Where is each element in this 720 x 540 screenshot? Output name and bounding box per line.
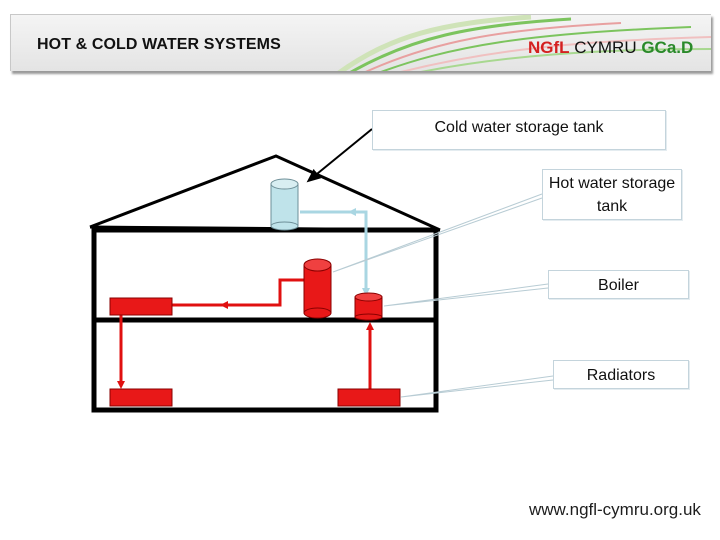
callout-leaders [306,128,554,398]
boiler [354,292,383,321]
page-title: HOT & COLD WATER SYSTEMS [37,36,281,53]
label-boiler: Boiler [548,270,689,299]
brand-gcad: GCa.D [641,38,694,57]
house-outline [89,154,441,413]
header-banner: HOT & COLD WATER SYSTEMS NGfL CYMRU GCa.… [10,14,711,71]
cold-water-pipe [300,208,370,296]
hot-water-storage-tank [303,258,332,319]
label-hot-water-storage-tank: Hot water storage tank [542,169,682,220]
label-cold-water-storage-tank: Cold water storage tank [372,110,666,150]
leader-cold-tank [306,128,373,183]
radiator-lower-left [109,388,173,407]
brand-ngfl: NGfL [528,38,570,57]
radiator-lower-right [337,388,401,407]
leader-hot-tank [332,193,543,273]
brand-cymru: CYMRU [569,38,642,57]
leader-radiators [400,375,554,398]
leader-boiler [383,283,549,307]
radiator-upper [109,297,173,316]
roof [89,154,441,232]
cold-water-storage-tank [270,178,299,231]
footer-url[interactable]: www.ngfl-cymru.org.uk [529,500,701,519]
header-swirl-decoration [337,15,711,71]
label-radiators: Radiators [553,360,689,389]
brand-logo-text: NGfL CYMRU GCa.D [528,38,693,58]
radiators [109,297,401,407]
